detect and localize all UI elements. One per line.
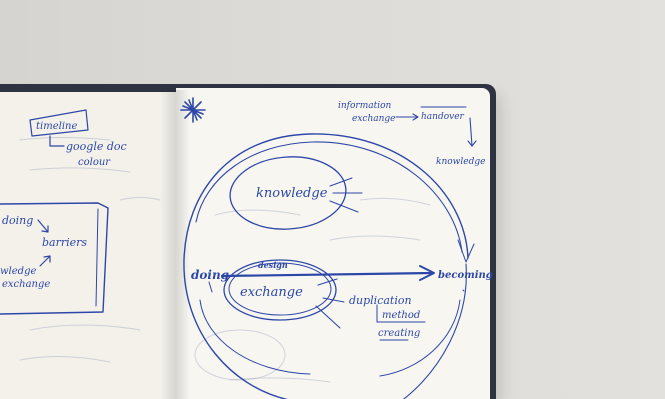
duplication-label: duplication <box>349 294 412 307</box>
star-icon <box>181 98 205 122</box>
outer-loop-2 <box>196 142 462 252</box>
timeline-label: timeline <box>36 121 77 132</box>
left-frame-inner <box>96 209 98 306</box>
creating-label: creating <box>378 328 420 339</box>
left-arrow-up <box>40 256 50 266</box>
handover-down-arrow <box>468 118 476 146</box>
left-arrow-down <box>38 220 48 232</box>
show-through-marks <box>20 138 430 383</box>
information-label: information <box>338 101 392 111</box>
barriers-label: barriers <box>42 236 87 249</box>
doing-underline <box>209 282 212 292</box>
info-to-handover-arrow <box>396 114 418 120</box>
handover-label: handover <box>421 112 465 122</box>
knowledge-exchange-left-2: exchange <box>2 279 50 290</box>
becoming-label: becoming <box>438 270 493 281</box>
information-exchange-label: exchange <box>352 114 396 124</box>
knowledge-top-label: knowledge <box>436 157 485 167</box>
left-page-sketch: timeline google doc colour doing barrier… <box>0 110 127 314</box>
knowledge-center-label: knowledge <box>256 186 328 201</box>
becoming-dot <box>463 290 464 291</box>
doing-label-left: doing <box>2 214 33 227</box>
google-doc-label: google doc <box>66 140 127 153</box>
method-label: method <box>382 310 420 321</box>
knowledge-exchange-left-1: wledge <box>0 266 36 277</box>
colour-label: colour <box>78 157 111 168</box>
exchange-label: exchange <box>240 285 303 300</box>
outer-loop <box>184 134 468 399</box>
inner-arc <box>200 300 310 374</box>
right-page-sketch: information exchange handover knowledge … <box>181 98 493 399</box>
